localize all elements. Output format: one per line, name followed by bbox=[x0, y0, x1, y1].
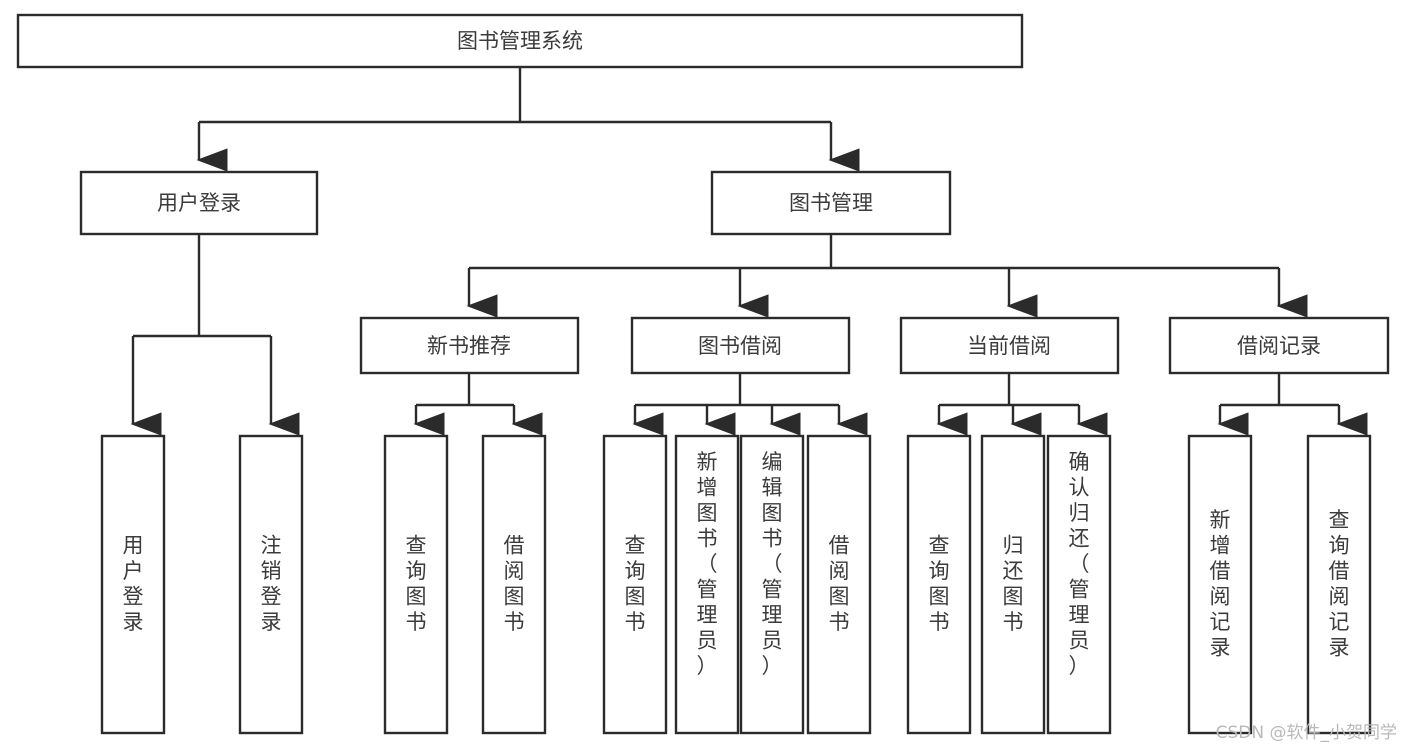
node-root-label: 图书管理系统 bbox=[457, 29, 583, 53]
nodes-layer: 图书管理系统 用户登录 图书管理 新书推荐 图书借阅 当前借阅 bbox=[16, 13, 1390, 375]
leaf-node-label: 借阅图书 bbox=[829, 533, 850, 634]
leaf-node[interactable]: 新增图书（管理员） bbox=[674, 434, 740, 735]
leaf-node-label: 确认归还（管理员） bbox=[1069, 450, 1090, 678]
leaf-nodes-layer: 用户登录 注销登录 查询图书 借阅图书 查询图书 新增图书（管理员） 编辑图书（管理员） 借阅… bbox=[100, 434, 1372, 735]
leaf-node[interactable]: 查询图书 bbox=[602, 434, 668, 735]
leaf-node-label: 编辑图书（管理员） bbox=[762, 450, 783, 678]
node-book-manage[interactable]: 图书管理 bbox=[710, 170, 952, 236]
leaf-node-label: 新增图书（管理员） bbox=[697, 450, 718, 678]
edges-layer bbox=[130, 67, 1368, 436]
leaf-node-label: 查询图书 bbox=[929, 533, 950, 634]
node-user-login-label: 用户登录 bbox=[157, 191, 241, 215]
node-borrow-record-label: 借阅记录 bbox=[1237, 334, 1321, 358]
node-new-book-recommend-label: 新书推荐 bbox=[427, 334, 511, 358]
leaf-node-label: 归还图书 bbox=[1003, 533, 1024, 634]
leaf-node-label: 查询借阅记录 bbox=[1329, 508, 1350, 660]
node-current-borrow-label: 当前借阅 bbox=[967, 334, 1051, 358]
edge-bookmanage-bus bbox=[469, 234, 1279, 270]
leaf-node[interactable]: 确认归还（管理员） bbox=[1046, 434, 1112, 735]
leaf-node[interactable]: 编辑图书（管理员） bbox=[739, 434, 805, 735]
edge-bookborrow-bus bbox=[635, 373, 839, 407]
edge-userlogin-bus bbox=[133, 234, 271, 338]
edge-borrowrecord-bus bbox=[1220, 373, 1339, 407]
leaf-node[interactable]: 注销登录 bbox=[238, 434, 304, 735]
node-user-login[interactable]: 用户登录 bbox=[79, 170, 319, 236]
leaf-node[interactable]: 借阅图书 bbox=[806, 434, 872, 735]
leaf-node-label: 注销登录 bbox=[261, 533, 282, 634]
edge-currentborrow-bus bbox=[939, 373, 1079, 407]
leaf-node[interactable]: 新增借阅记录 bbox=[1187, 434, 1253, 735]
leaf-node[interactable]: 借阅图书 bbox=[481, 434, 547, 735]
node-root[interactable]: 图书管理系统 bbox=[16, 13, 1024, 69]
node-borrow-record[interactable]: 借阅记录 bbox=[1168, 316, 1390, 375]
node-book-manage-label: 图书管理 bbox=[789, 191, 873, 215]
node-current-borrow[interactable]: 当前借阅 bbox=[899, 316, 1120, 375]
leaf-node[interactable]: 用户登录 bbox=[100, 434, 166, 735]
edge-newbook-bus bbox=[416, 373, 514, 407]
leaf-node[interactable]: 归还图书 bbox=[980, 434, 1046, 735]
leaf-node[interactable]: 查询借阅记录 bbox=[1306, 434, 1372, 735]
node-new-book-recommend[interactable]: 新书推荐 bbox=[359, 316, 580, 375]
leaf-node[interactable]: 查询图书 bbox=[906, 434, 972, 735]
leaf-node-label: 用户登录 bbox=[123, 533, 144, 634]
node-book-borrow[interactable]: 图书借阅 bbox=[630, 316, 851, 375]
leaf-node-label: 查询图书 bbox=[406, 533, 427, 634]
node-book-borrow-label: 图书借阅 bbox=[698, 334, 782, 358]
leaf-node-label: 查询图书 bbox=[625, 533, 646, 634]
edge-root-bus bbox=[199, 67, 831, 124]
leaf-node[interactable]: 查询图书 bbox=[383, 434, 449, 735]
leaf-node-label: 新增借阅记录 bbox=[1210, 508, 1231, 660]
leaf-node-label: 借阅图书 bbox=[504, 533, 525, 634]
